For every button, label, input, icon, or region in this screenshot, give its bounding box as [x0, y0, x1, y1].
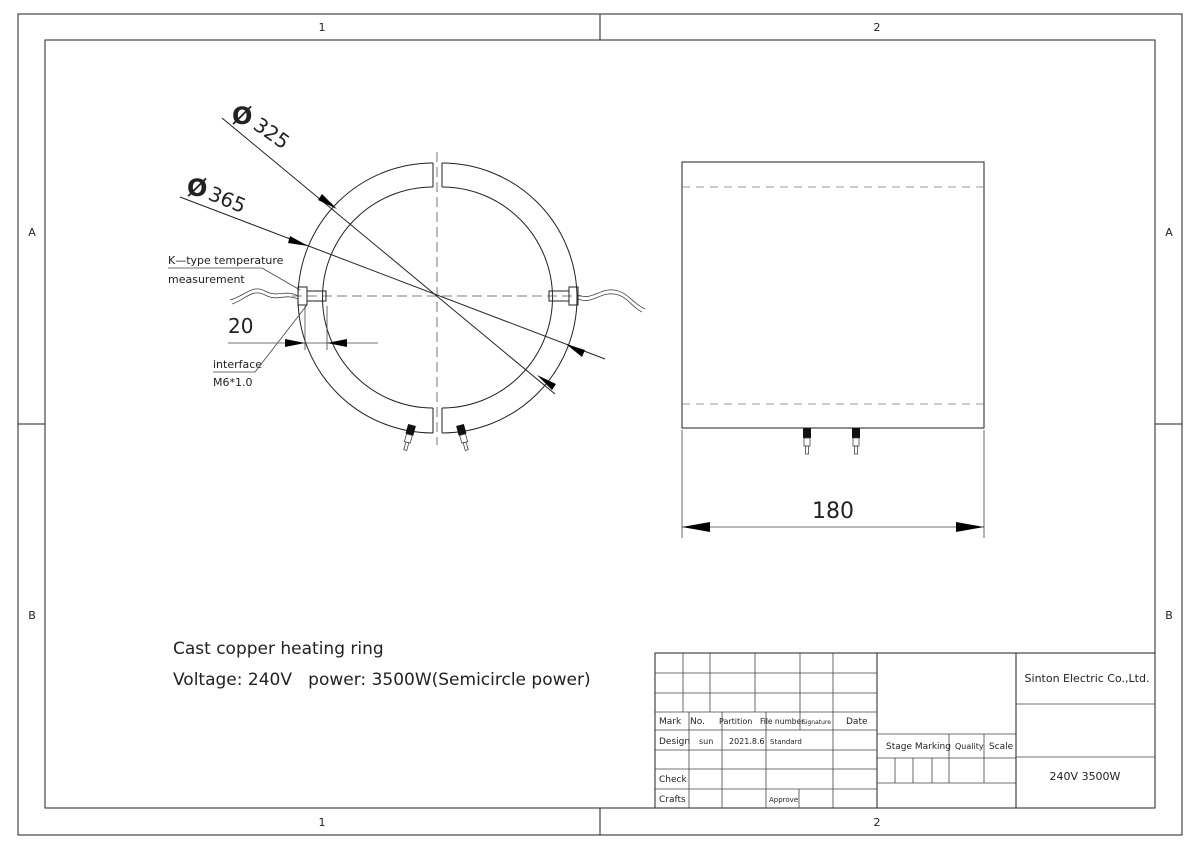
tb-standard: Standard: [770, 738, 802, 746]
zone-col-2-top: 2: [874, 21, 881, 34]
note-voltage-power: Voltage: 240V power: 3500W(Semicircle po…: [173, 670, 591, 690]
tb-no: No.: [690, 717, 705, 727]
drawing-frame: 1 2 1 2 A A B B: [17, 13, 1183, 836]
side-terminal-left: [803, 428, 811, 455]
side-view-body: [681, 161, 985, 429]
tb-design-date: 2021.8.6: [729, 737, 765, 746]
tb-design: Design: [659, 737, 690, 747]
zone-row-b-left: B: [28, 609, 36, 622]
tb-company: Sinton Electric Co.,Ltd.: [1025, 672, 1150, 685]
dim-325-leader: [221, 117, 556, 395]
inner-ring-left: [322, 186, 434, 409]
tb-product: 240V 3500W: [1050, 770, 1121, 783]
tb-approve: Approve: [769, 796, 798, 804]
tb-signature: Signature: [802, 719, 831, 726]
outer-ring-left: [297, 162, 434, 434]
note-product-name: Cast copper heating ring: [173, 639, 384, 659]
tb-file-number: File number: [760, 717, 805, 726]
tb-scale: Scale: [989, 742, 1014, 752]
zone-row-a-right: A: [1165, 226, 1173, 239]
zone-col-2-bottom: 2: [874, 816, 881, 829]
right-thermocouple: [548, 286, 646, 313]
notes: Cast copper heating ring Voltage: 240V p…: [173, 639, 591, 690]
interface-thread: M6*1.0: [213, 376, 252, 389]
dia-symbol-365: Ø: [187, 174, 207, 202]
zone-row-a-left: A: [28, 226, 36, 239]
zone-row-b-right: B: [1165, 609, 1173, 622]
dia-symbol-325: Ø: [232, 102, 252, 130]
dim-20-label: 20: [228, 314, 253, 338]
zone-col-1-bottom: 1: [319, 816, 326, 829]
tb-mark: Mark: [659, 717, 682, 727]
terminal-right: [456, 423, 469, 451]
side-terminal-right: [852, 428, 860, 455]
tb-designer: sun: [699, 737, 713, 746]
title-block: Mark No. Partition File number Signature…: [654, 652, 1156, 809]
zone-col-1-top: 1: [319, 21, 326, 34]
side-view: 180: [681, 161, 985, 538]
inner-ring-right: [441, 186, 553, 409]
dim-365-label: 365: [205, 181, 249, 218]
dim-365-leader: [179, 196, 606, 360]
tb-partition: Partition: [719, 717, 752, 726]
terminal-left: [403, 423, 416, 451]
interface-label: interface: [213, 358, 262, 371]
left-thermocouple: [229, 286, 327, 306]
tb-check: Check: [659, 775, 687, 785]
sensor-note-line1: K—type temperature: [168, 254, 284, 267]
tb-date: Date: [846, 717, 868, 727]
dim-180-label: 180: [812, 499, 854, 524]
tb-stage-marking: Stage Marking: [886, 742, 951, 752]
tb-quality: Quality: [955, 742, 984, 751]
dim-325-label: 325: [249, 112, 294, 154]
tb-crafts: Crafts: [659, 795, 686, 805]
outer-ring-right: [441, 162, 578, 434]
front-view: Ø 325 Ø 365 K—type temperature measureme…: [168, 102, 646, 451]
sensor-note-line2: measurement: [168, 273, 245, 286]
